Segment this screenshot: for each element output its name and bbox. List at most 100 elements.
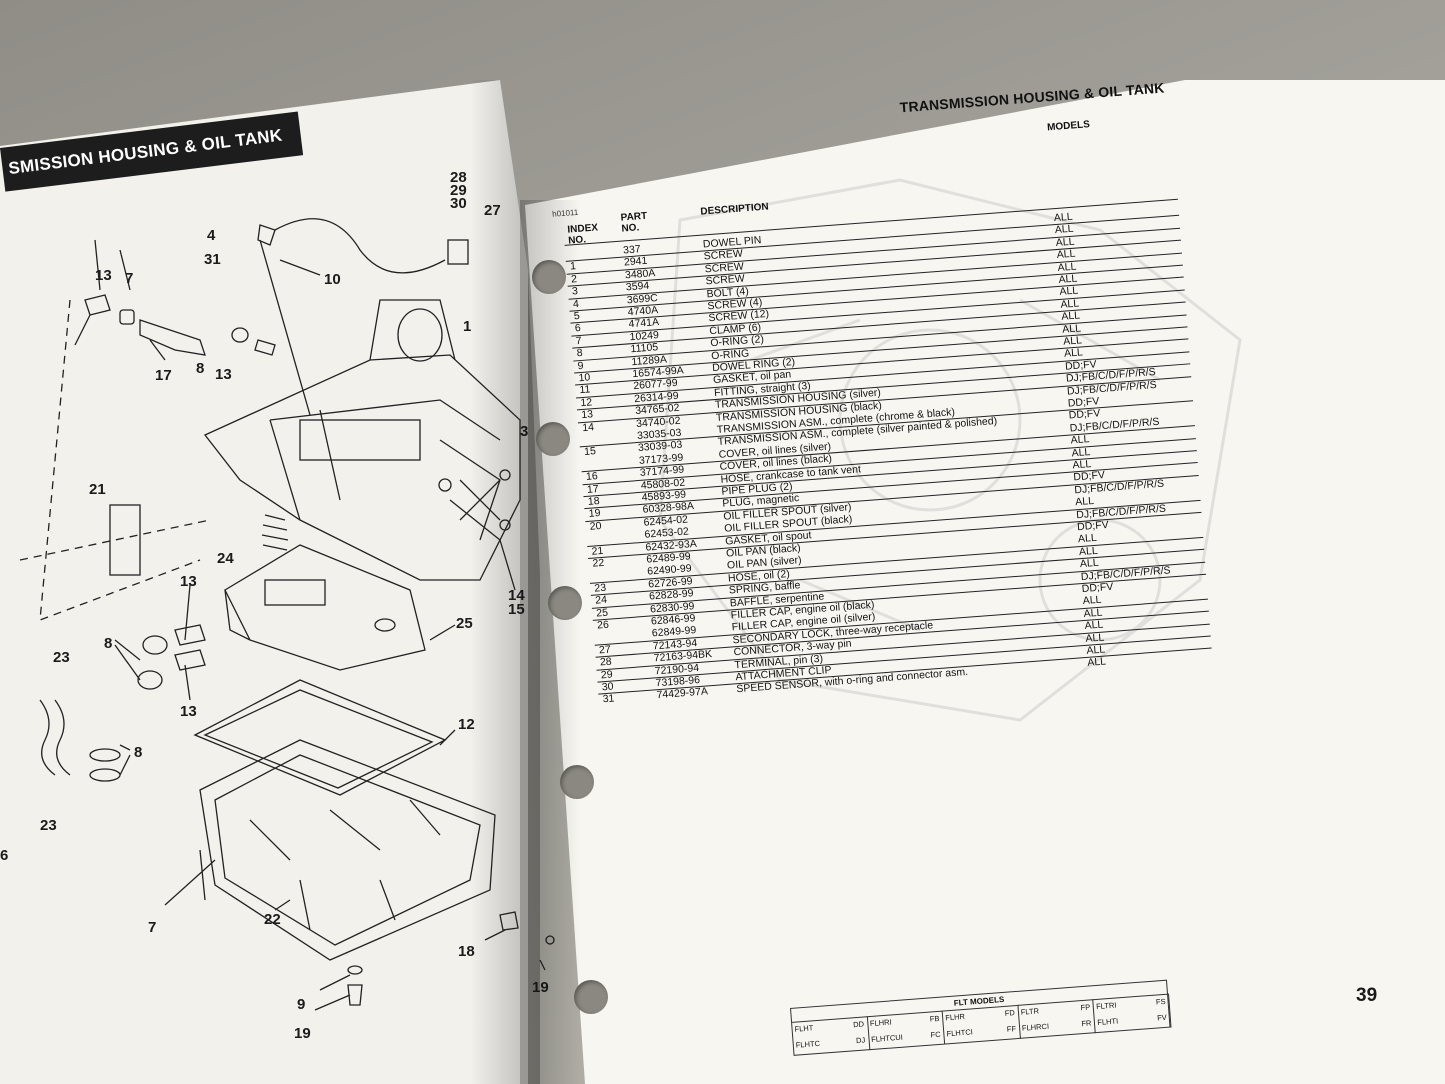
row-index: 21 (591, 544, 604, 558)
callout-7b: 7 (148, 919, 156, 936)
row-index: 18 (587, 495, 601, 508)
callout-13d: 13 (180, 703, 197, 720)
binder-hole (574, 980, 608, 1014)
flt-model-code-top: FB (929, 1013, 940, 1024)
row-index: 10 (578, 371, 591, 385)
row-index: 24 (594, 593, 608, 607)
row-index: 27 (598, 643, 612, 657)
callout-13c: 13 (180, 573, 197, 590)
row-index: 11 (579, 383, 591, 397)
row-index: 4 (572, 297, 580, 310)
callout-15: 15 (508, 601, 525, 618)
row-index: 9 (577, 359, 584, 372)
row-index: 17 (586, 482, 600, 496)
callout-29: 29 (450, 182, 467, 199)
right-gutter-shadow (520, 200, 580, 1084)
show-through-illustration (658, 178, 1242, 722)
callout-30: 30 (450, 195, 467, 212)
callout-27: 27 (484, 202, 501, 219)
row-index: 13 (580, 408, 594, 422)
row-index: 1 (569, 260, 577, 273)
callout-18: 18 (458, 943, 475, 960)
row-index: 14 (581, 420, 595, 434)
column-header-models: MODELS (1046, 119, 1091, 134)
flt-model-top: FLTR (1020, 1006, 1040, 1017)
callout-7a: 7 (125, 270, 133, 287)
row-index: 16 (585, 470, 599, 484)
row-index: 31 (602, 692, 615, 706)
callout-23a: 23 (53, 649, 70, 666)
callout-23b: 23 (40, 817, 57, 834)
row-index: 26 (596, 618, 610, 632)
right-page (525, 80, 1445, 1084)
row-index: 7 (575, 334, 583, 348)
exploded-parts-diagram: 28 29 30 27 4 31 10 13 7 1 17 8 13 21 24… (0, 169, 555, 1042)
callout-8b: 8 (104, 635, 112, 652)
flt-model-top: FLTRI (1095, 1000, 1117, 1012)
callout-14: 14 (508, 587, 525, 604)
flt-model-code-bottom: FV (1156, 1012, 1168, 1023)
flt-model-bottom: FLHRCI (1021, 1021, 1050, 1033)
flt-model-bottom: FLHTI (1097, 1016, 1119, 1027)
flt-model-top: FLHRI (869, 1017, 892, 1029)
flt-model-code-top: FS (1155, 996, 1166, 1007)
callout-8c: 8 (134, 744, 142, 761)
flt-model-bottom: FLHTCUI (870, 1032, 904, 1044)
flt-model-top: FLHT (794, 1023, 814, 1034)
row-index: 8 (576, 347, 584, 360)
callout-13b: 13 (215, 366, 232, 383)
flt-model-cell: FLTR FP FLHRCI FR (1018, 999, 1097, 1039)
column-header-description: DESCRIPTION (700, 201, 770, 218)
callout-8a: 8 (196, 360, 204, 377)
callout-31: 31 (204, 251, 221, 268)
row-index: 29 (600, 668, 614, 681)
flt-model-code-top: DD (852, 1019, 865, 1030)
callout-10: 10 (324, 271, 341, 288)
binder-hole (560, 765, 594, 799)
callout-25: 25 (456, 615, 473, 632)
flt-model-code-top: FD (1004, 1008, 1016, 1018)
callout-19b: 19 (532, 979, 549, 996)
flt-model-code-bottom: DJ (855, 1035, 866, 1046)
callout-12: 12 (458, 716, 475, 733)
callout-4: 4 (207, 227, 216, 244)
callout-19a: 19 (294, 1025, 311, 1042)
callout-22: 22 (264, 911, 281, 928)
row-index: 15 (583, 445, 597, 459)
row-index: 3 (571, 285, 579, 298)
callout-21: 21 (89, 481, 106, 498)
row-index: 19 (588, 507, 601, 521)
row-index: 22 (592, 556, 605, 570)
row-index: 20 (589, 519, 602, 533)
row-index: 23 (593, 581, 607, 595)
callout-17: 17 (155, 367, 172, 384)
callout-13a: 13 (95, 267, 112, 284)
callout-24: 24 (217, 550, 234, 567)
parts-list-sheet: TRANSMISSION HOUSING & OIL TANK h01011 I… (545, 70, 1245, 936)
row-index: 2 (570, 272, 578, 286)
row-index: 12 (580, 396, 593, 409)
callout-3: 3 (520, 423, 528, 440)
flt-model-bottom: FLHTCI (946, 1027, 974, 1039)
callout-6: 6 (0, 847, 8, 864)
callout-9: 9 (297, 996, 305, 1013)
flt-model-cell: FLHT DD FLHTC DJ (792, 1016, 870, 1056)
row-index: 30 (601, 680, 614, 694)
row-index: 28 (599, 655, 613, 669)
binder-hole (548, 586, 582, 620)
callout-28: 28 (450, 169, 467, 186)
flt-model-cell: FLHRI FB FLHTCUI FC (867, 1010, 946, 1051)
flt-model-cell: FLTRI FS FLHTI FV (1093, 993, 1172, 1034)
binder-hole (532, 260, 566, 294)
drawing-code: h01011 (551, 207, 579, 219)
flt-model-code-bottom: FR (1081, 1018, 1092, 1029)
flt-model-code-top: FP (1080, 1002, 1091, 1013)
flt-model-bottom: FLHTC (795, 1038, 821, 1050)
row-index: 6 (574, 322, 582, 335)
flt-model-code-bottom: FC (930, 1029, 941, 1040)
column-header-part: PART NO. (620, 210, 648, 235)
row-index: 5 (573, 309, 581, 323)
binder-hole (536, 422, 570, 456)
flt-model-code-bottom: FF (1006, 1024, 1017, 1034)
